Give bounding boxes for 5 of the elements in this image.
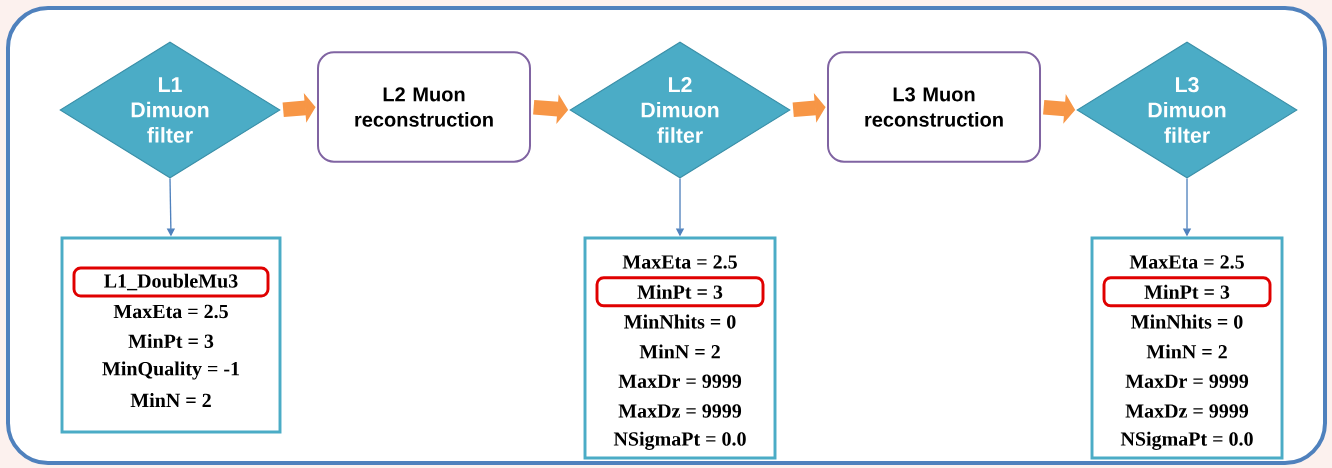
highlight-box: L1_DoubleMu3 xyxy=(72,266,270,298)
highlight-box: MinPt = 3 xyxy=(595,276,765,308)
process-box: L2 Muon reconstruction xyxy=(317,51,531,163)
highlight-box: MinPt = 3 xyxy=(1102,276,1272,308)
process-box: L3 Muon reconstruction xyxy=(827,51,1041,163)
